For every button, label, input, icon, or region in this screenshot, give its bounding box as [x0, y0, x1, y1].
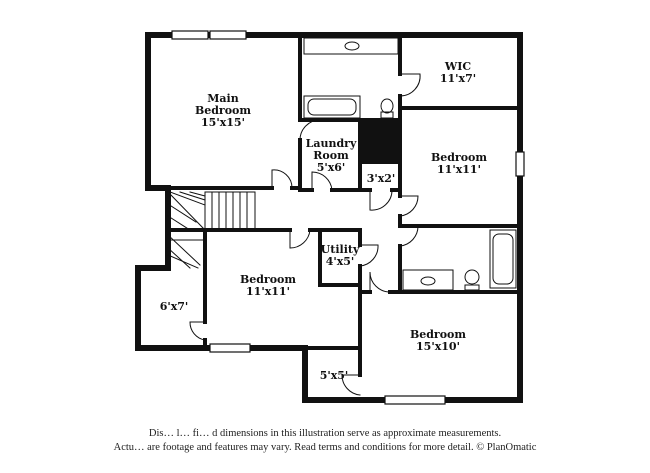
- bedroom-right-label: Bedroom: [431, 151, 487, 164]
- disclaimer-line1: Dis… l… fi… d dimensions in this illustr…: [148, 428, 502, 439]
- closet-5x5-dims: 5'x5': [320, 369, 349, 382]
- main-bedroom-label-line1: Main: [207, 92, 238, 105]
- fixtures: [303, 37, 517, 291]
- bedroom-bottom-dims: 15'x10': [416, 340, 460, 353]
- utility-dims: 4'x5': [326, 255, 355, 268]
- bedroom-right-dims: 11'x11': [437, 163, 481, 176]
- floor-plan: Main Bedroom 15'x15' WIC 11'x7' Laundry …: [135, 30, 525, 405]
- staircase: [167, 191, 256, 269]
- exterior-walls: [135, 32, 523, 403]
- bedroom-center-label: Bedroom: [240, 273, 296, 286]
- wic-dims: 11'x7': [440, 72, 476, 85]
- closet-6x7-dims: 6'x7': [160, 300, 189, 313]
- laundry-dims: 5'x6': [317, 161, 346, 174]
- closet-3x2-dims: 3'x2': [367, 172, 396, 185]
- laundry-label-line1: Laundry: [306, 137, 357, 150]
- windows: [171, 30, 525, 405]
- wic-label: WIC: [444, 60, 471, 73]
- mechanical-shaft: [362, 122, 398, 164]
- door-swings: [189, 73, 421, 396]
- interior-walls: [146, 33, 522, 377]
- main-bedroom-label-line2: Bedroom: [195, 104, 251, 117]
- utility-label: Utility: [321, 243, 360, 256]
- main-bedroom-dims: 15'x15': [201, 116, 245, 129]
- bedroom-center-dims: 11'x11': [246, 285, 290, 298]
- bedroom-bottom-label: Bedroom: [410, 328, 466, 341]
- laundry-label-line2: Room: [313, 149, 349, 162]
- disclaimer-line2: Actu… are footage and features may vary.…: [113, 442, 537, 453]
